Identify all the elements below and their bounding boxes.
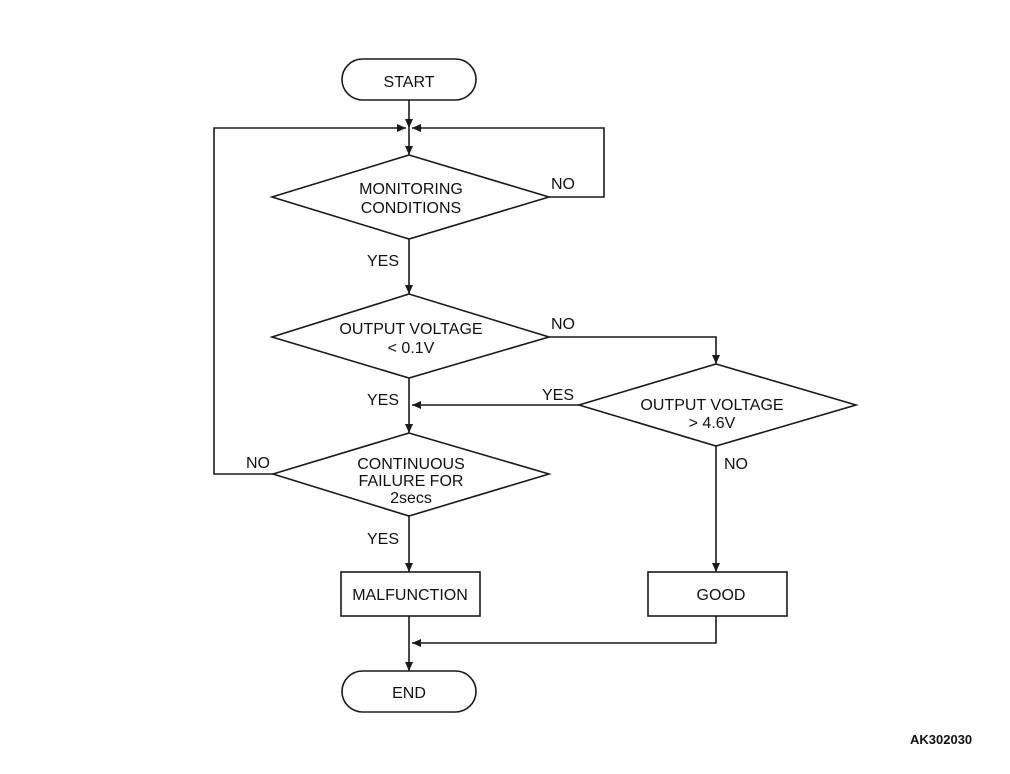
monitoring-decision <box>269 154 552 240</box>
continuous-label-line1: CONTINUOUS <box>357 456 465 473</box>
end-terminal <box>341 670 477 713</box>
malfunction-box <box>340 571 481 617</box>
label-lt-yes: YES <box>367 392 399 409</box>
label-continuous-yes: YES <box>367 531 399 548</box>
label-continuous-no: NO <box>246 455 270 472</box>
output-lt-decision <box>269 293 552 379</box>
start-label: START <box>384 74 435 91</box>
label-gt-yes: YES <box>542 387 574 404</box>
reference-code: AK302030 <box>910 732 972 747</box>
continuous-decision <box>270 432 552 517</box>
node-start: START <box>341 58 477 101</box>
edge-good-to-join <box>412 616 717 647</box>
edge-monitoring-no-loop <box>412 124 605 198</box>
label-monitoring-yes: YES <box>367 253 399 270</box>
start-terminal <box>341 58 477 101</box>
monitoring-label-line2: CONDITIONS <box>361 200 461 217</box>
node-malfunction: MALFUNCTION <box>340 571 481 617</box>
node-good: GOOD <box>647 571 788 617</box>
monitoring-label-line1: MONITORING <box>359 181 463 198</box>
node-continuous: CONTINUOUS FAILURE FOR 2secs <box>270 432 552 517</box>
node-output-lt: OUTPUT VOLTAGE < 0.1V <box>269 293 552 379</box>
connectors <box>213 100 720 671</box>
node-end: END <box>341 670 477 713</box>
continuous-label-line3: 2secs <box>390 490 432 507</box>
good-label: GOOD <box>697 587 746 604</box>
label-lt-no: NO <box>551 316 575 333</box>
output-gt-label-line1: OUTPUT VOLTAGE <box>640 397 783 414</box>
node-output-gt: OUTPUT VOLTAGE > 4.6V <box>576 363 859 447</box>
output-lt-label-line2: < 0.1V <box>388 340 435 357</box>
continuous-label-line2: FAILURE FOR <box>359 473 464 490</box>
label-monitoring-no: NO <box>551 176 575 193</box>
output-gt-decision <box>576 363 859 447</box>
edge-continuous-no-loop <box>213 124 406 475</box>
output-lt-label-line1: OUTPUT VOLTAGE <box>339 321 482 338</box>
edge-labels: NO YES NO YES YES NO NO YES <box>246 176 748 548</box>
good-box <box>647 571 788 617</box>
node-monitoring: MONITORING CONDITIONS <box>269 154 552 240</box>
label-gt-no: NO <box>724 456 748 473</box>
malfunction-label: MALFUNCTION <box>352 587 468 604</box>
edge-lt-no <box>549 336 720 364</box>
end-label: END <box>392 685 426 702</box>
output-gt-label-line2: > 4.6V <box>689 415 736 432</box>
